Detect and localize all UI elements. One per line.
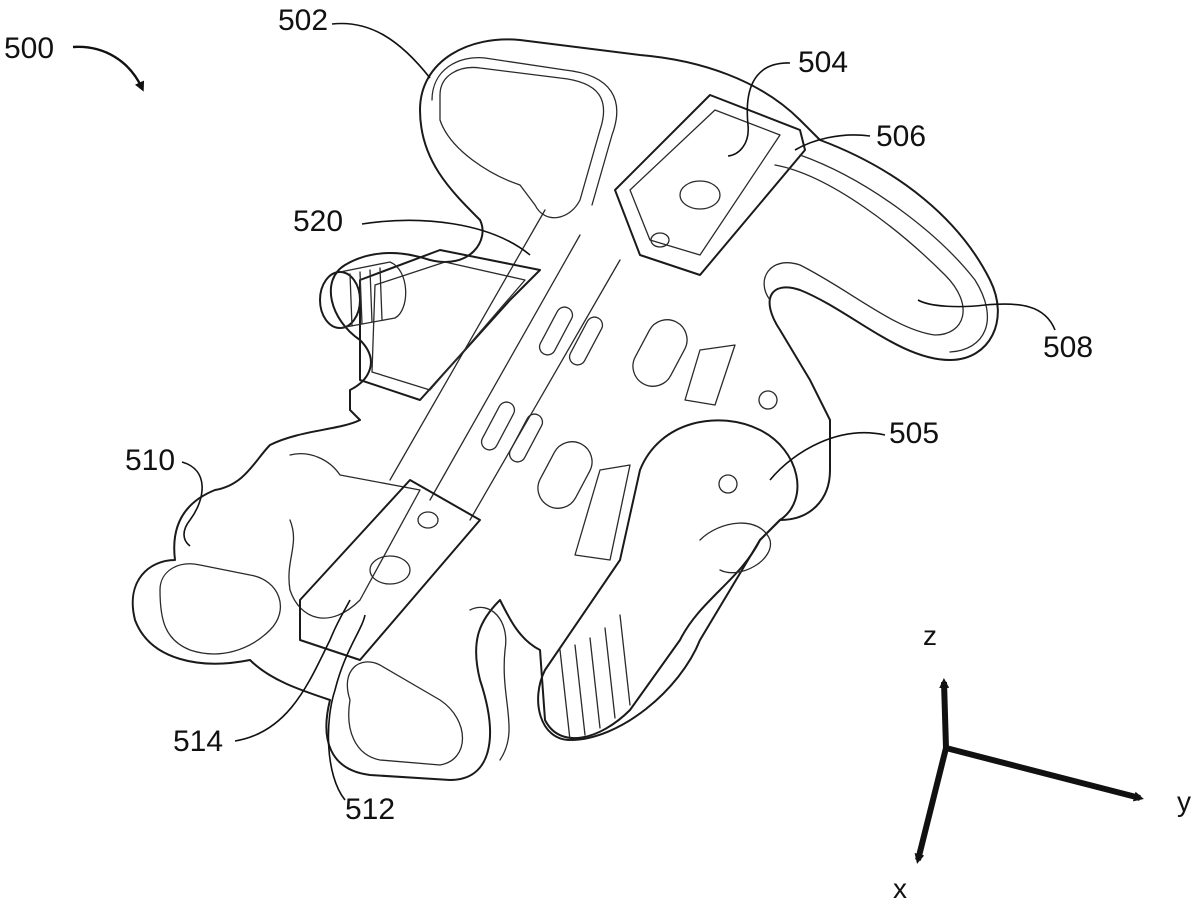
leader-505 [769, 431, 886, 481]
leader-500 [72, 45, 145, 92]
latch-505 [537, 419, 799, 741]
x-axis-arrow [914, 747, 949, 864]
handle-510-inner [159, 563, 281, 655]
rail-left [389, 209, 546, 481]
label-514: 514 [173, 725, 224, 758]
leader-512 [327, 614, 366, 801]
slots [480, 306, 736, 561]
pocket-504 [614, 94, 806, 276]
label-512: 512 [345, 793, 396, 826]
z-axis-arrow [939, 678, 950, 749]
axes-triad [914, 678, 1144, 864]
frame-body [131, 38, 999, 781]
rail-right [469, 259, 621, 521]
y-axis-arrow [945, 745, 1144, 802]
handle-508-inner [763, 164, 964, 336]
handle-502-inner [439, 66, 605, 219]
pocket-514 [299, 479, 481, 661]
leader-506 [794, 134, 871, 151]
y-axis-label: y [1177, 786, 1191, 817]
leader-502 [331, 22, 431, 79]
z-axis-label: z [923, 620, 937, 651]
leader-lines [72, 22, 1056, 801]
threaded-knob [319, 261, 407, 329]
label-502: 502 [278, 4, 329, 37]
leader-504 [727, 62, 791, 157]
label-508: 508 [1043, 331, 1094, 364]
label-500: 500 [4, 32, 55, 65]
knob-block-520 [359, 249, 541, 401]
hole-504 [679, 180, 721, 210]
leader-510 [181, 461, 203, 547]
label-520: 520 [293, 205, 344, 238]
leader-508 [917, 299, 1056, 331]
leader-514 [234, 599, 351, 742]
leader-520 [361, 219, 531, 256]
label-504: 504 [798, 46, 849, 79]
label-506: 506 [876, 120, 927, 153]
main-plate-outline [131, 38, 999, 781]
x-axis-label: x [893, 873, 907, 904]
label-510: 510 [125, 444, 176, 477]
handle-512-inner [346, 661, 463, 766]
label-505: 505 [889, 417, 940, 450]
hole-514 [369, 555, 411, 585]
